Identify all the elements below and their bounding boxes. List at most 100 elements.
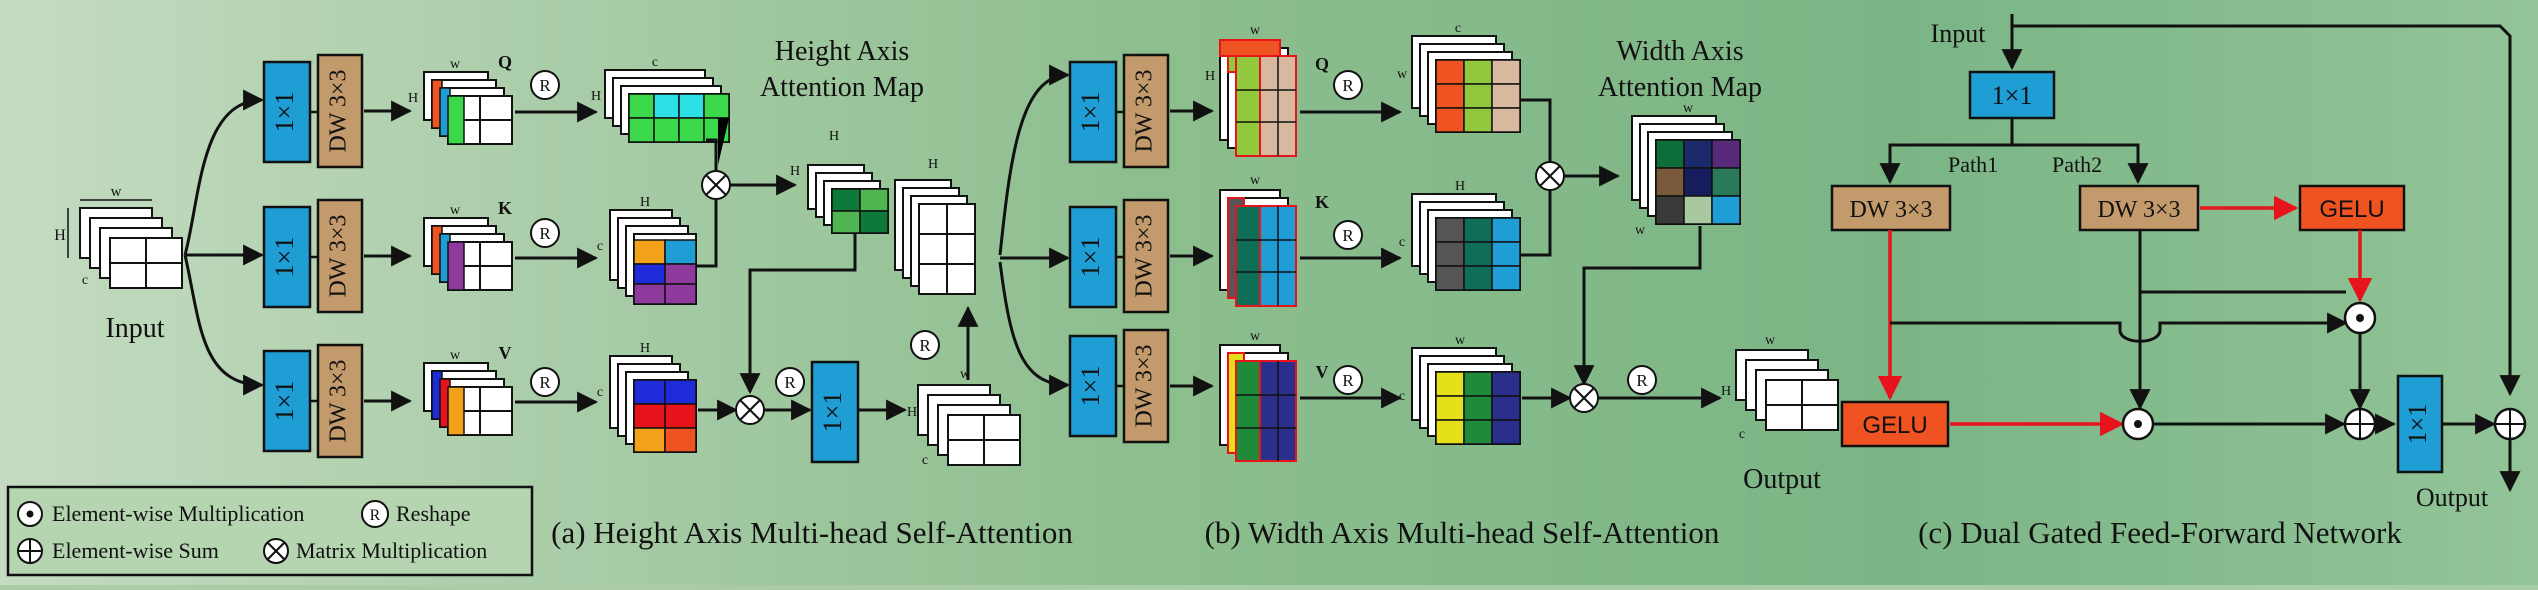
svg-text:DW 3×3: DW 3×3 bbox=[2097, 197, 2180, 223]
svg-text:DW 3×3: DW 3×3 bbox=[1132, 69, 1158, 152]
legend-elementwise-sum: Element-wise Sum bbox=[52, 538, 219, 563]
matmul-icon bbox=[701, 170, 731, 200]
svg-text:c: c bbox=[1399, 235, 1405, 250]
legend-matrix-mul: Matrix Multiplication bbox=[296, 538, 487, 563]
branch-arrow-q bbox=[183, 89, 265, 256]
svg-text:H: H bbox=[1455, 179, 1465, 194]
svg-text:H: H bbox=[907, 405, 917, 420]
svg-text:w: w bbox=[1455, 333, 1466, 348]
svg-text:w: w bbox=[450, 57, 461, 72]
svg-text:DW 3×3: DW 3×3 bbox=[1132, 214, 1158, 297]
svg-text:R: R bbox=[370, 507, 381, 524]
elementwise-mul-icon bbox=[2121, 407, 2155, 441]
k-label-b: K bbox=[1315, 192, 1329, 212]
v-tensor-a: w bbox=[423, 348, 513, 436]
output-label-b: Output bbox=[1743, 464, 1821, 495]
svg-text:1×1: 1×1 bbox=[1076, 92, 1105, 133]
panel-width-attention: 1×1 1×1 1×1 DW 3×3 DW 3×3 DW 3×3 bbox=[998, 21, 1839, 495]
svg-text:w: w bbox=[1250, 23, 1261, 38]
svg-text:R: R bbox=[919, 336, 931, 355]
input-label: Input bbox=[105, 313, 164, 344]
q-reshaped-a: c H bbox=[591, 55, 730, 143]
conv1x1-ffn-out: 1×1 bbox=[2396, 374, 2444, 474]
svg-text:R: R bbox=[1342, 371, 1354, 390]
dim-c-label: c bbox=[82, 273, 88, 288]
dwconv-v: DW 3×3 bbox=[1122, 328, 1170, 444]
svg-text:1×1: 1×1 bbox=[270, 381, 299, 422]
svg-text:w: w bbox=[960, 367, 971, 382]
branch-arrow-v bbox=[183, 254, 265, 396]
conv1x1-k: 1×1 bbox=[1068, 205, 1118, 309]
k-reshaped-a: H c bbox=[597, 195, 697, 305]
dwconv-k: DW 3×3 bbox=[316, 198, 364, 314]
svg-text:c: c bbox=[922, 453, 928, 468]
v-label-b: V bbox=[1316, 362, 1329, 382]
gelu-path2: GELU bbox=[2298, 184, 2406, 232]
panel-height-attention: w H c Input 1×1 1×1 1×1 DW 3×3 bbox=[54, 36, 1021, 468]
reshape-legend-icon: R bbox=[361, 500, 389, 528]
dwconv-v: DW 3×3 bbox=[316, 343, 364, 459]
elementwise-sum-icon bbox=[2343, 407, 2377, 441]
elementwise-mul-icon bbox=[2343, 301, 2377, 335]
matmul-icon bbox=[735, 395, 765, 425]
q-tensor-b: w H bbox=[1205, 23, 1297, 157]
svg-text:H: H bbox=[790, 164, 800, 179]
svg-text:R: R bbox=[784, 373, 796, 392]
svg-text:w: w bbox=[1683, 101, 1694, 116]
path2-label: Path2 bbox=[2052, 152, 2102, 177]
reshape-icon: R bbox=[1627, 365, 1657, 395]
svg-text:H: H bbox=[591, 89, 601, 104]
svg-text:DW 3×3: DW 3×3 bbox=[326, 69, 352, 152]
conv1x1-q: 1×1 bbox=[262, 60, 312, 164]
svg-text:GELU: GELU bbox=[2319, 196, 2384, 223]
caption-c: (c) Dual Gated Feed-Forward Network bbox=[1918, 515, 2402, 550]
reshape-icon: R bbox=[530, 70, 560, 100]
legend-reshape: Reshape bbox=[396, 501, 471, 526]
caption-a: (a) Height Axis Multi-head Self-Attentio… bbox=[551, 515, 1073, 550]
input-feature-stack: w H c bbox=[54, 184, 183, 289]
svg-text:R: R bbox=[1342, 226, 1354, 245]
path1-label: Path1 bbox=[1948, 152, 1998, 177]
svg-text:c: c bbox=[1739, 427, 1745, 442]
q-label-a: Q bbox=[498, 52, 512, 72]
v-label-a: V bbox=[499, 343, 512, 363]
panel-dual-gated-ffn: Input 1×1 Path1 Path2 DW 3×3 DW 3×3 GELU… bbox=[1830, 14, 2527, 512]
caption-b: (b) Width Axis Multi-head Self-Attention bbox=[1205, 515, 1720, 550]
svg-text:H: H bbox=[408, 91, 418, 106]
reshape-icon: R bbox=[775, 367, 805, 397]
k-tensor-b: w bbox=[1219, 173, 1297, 307]
svg-text:H: H bbox=[640, 341, 650, 356]
dwconv-q: DW 3×3 bbox=[316, 53, 364, 169]
svg-text:w: w bbox=[1250, 329, 1261, 344]
legend: Element-wise Multiplication R Reshape El… bbox=[6, 485, 534, 577]
v-reshaped-a: H c bbox=[597, 341, 697, 453]
svg-text:H: H bbox=[928, 157, 938, 172]
conv1x1-ffn-in: 1×1 bbox=[1968, 70, 2056, 120]
svg-text:GELU: GELU bbox=[1862, 412, 1927, 439]
q-tensor-a: w H bbox=[408, 57, 513, 145]
height-map-title-2: Attention Map bbox=[760, 72, 924, 103]
dwconv-path2: DW 3×3 bbox=[2078, 184, 2200, 232]
conv1x1-k: 1×1 bbox=[262, 205, 312, 309]
dwconv-q: DW 3×3 bbox=[1122, 53, 1170, 169]
residual-arrow bbox=[2012, 24, 2521, 397]
reshape-icon: R bbox=[910, 330, 940, 360]
svg-text:H: H bbox=[829, 129, 839, 144]
svg-text:R: R bbox=[539, 76, 551, 95]
svg-text:DW 3×3: DW 3×3 bbox=[1849, 197, 1932, 223]
reshape-icon: R bbox=[530, 367, 560, 397]
elementwise-sum-icon bbox=[2493, 407, 2527, 441]
svg-text:w: w bbox=[450, 348, 461, 363]
width-map-title-1: Width Axis bbox=[1616, 36, 1743, 67]
conv1x1-v: 1×1 bbox=[262, 349, 312, 453]
svg-text:H: H bbox=[640, 195, 650, 210]
dwconv-k: DW 3×3 bbox=[1122, 198, 1170, 314]
matmul-legend-icon bbox=[263, 538, 289, 564]
svg-text:1×1: 1×1 bbox=[1992, 81, 2033, 110]
reshape-icon: R bbox=[530, 218, 560, 248]
v-tensor-b: w bbox=[1219, 329, 1297, 462]
legend-elementwise-mul: Element-wise Multiplication bbox=[52, 501, 304, 526]
svg-text:c: c bbox=[597, 385, 603, 400]
width-attention-map: w w bbox=[1631, 101, 1741, 238]
